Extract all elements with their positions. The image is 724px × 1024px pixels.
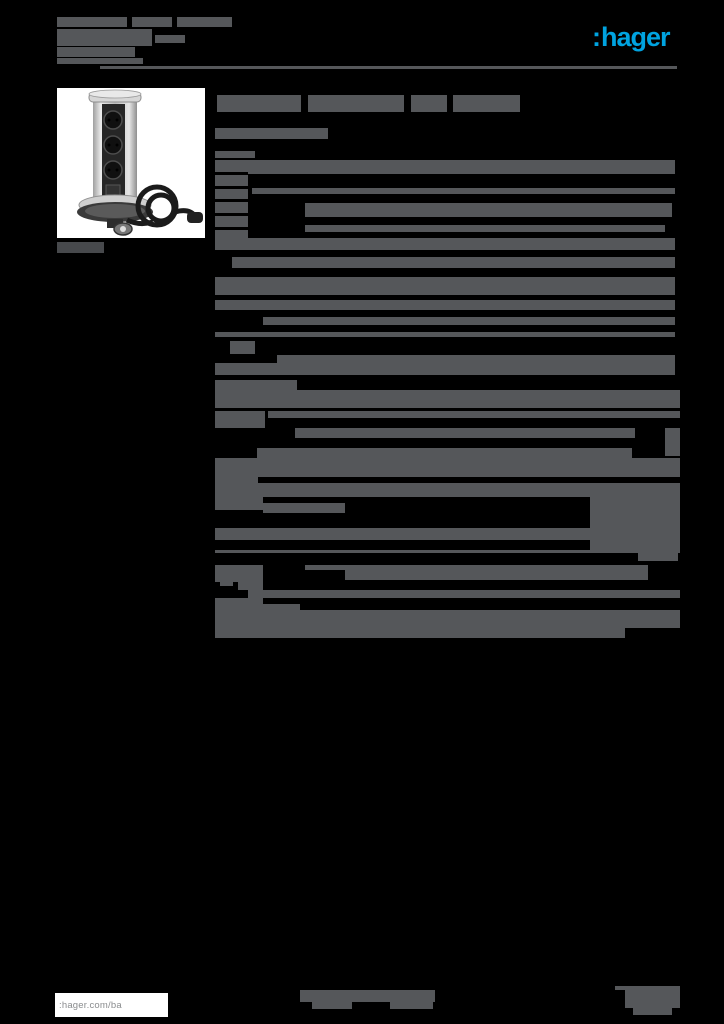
redacted-text-line xyxy=(215,216,248,227)
redacted-text-line xyxy=(217,95,301,112)
redacted-text-line xyxy=(411,95,447,112)
redacted-text-line xyxy=(57,17,127,27)
redacted-text-line xyxy=(132,17,172,27)
redacted-text-line xyxy=(57,29,152,46)
power-cable xyxy=(125,184,197,228)
redacted-text-line xyxy=(57,58,143,64)
redacted-text-line xyxy=(215,628,625,638)
footer-website-link[interactable]: :hager.com/ba xyxy=(59,999,122,1011)
redacted-text-line xyxy=(257,448,632,458)
redacted-text-line xyxy=(295,428,635,438)
redacted-text-line xyxy=(277,355,675,363)
redacted-text-line xyxy=(215,610,680,628)
redacted-text-line xyxy=(215,477,258,483)
redacted-text-line xyxy=(215,300,248,310)
redacted-text-line xyxy=(305,565,648,570)
redacted-text-line xyxy=(633,1008,672,1015)
product-photo xyxy=(57,88,205,238)
redacted-text-line xyxy=(308,95,404,112)
redacted-text-line xyxy=(215,604,300,612)
redacted-text-line xyxy=(263,503,345,513)
redacted-text-line xyxy=(215,128,328,139)
redacted-text-line xyxy=(665,428,680,456)
redacted-text-line xyxy=(238,580,263,590)
redacted-text-line xyxy=(248,160,675,174)
product-photo-illustration xyxy=(77,89,203,236)
redacted-text-line xyxy=(263,490,680,497)
redacted-text-line xyxy=(453,95,520,112)
redacted-text-line xyxy=(345,570,648,580)
redacted-text-line xyxy=(215,202,248,213)
redacted-text-line xyxy=(215,230,248,239)
redacted-text-line xyxy=(305,203,672,217)
redacted-text-line xyxy=(312,1002,352,1009)
redacted-text-line xyxy=(57,47,135,57)
footer-website-box: :hager.com/ba xyxy=(55,993,168,1017)
redacted-text-line xyxy=(215,458,680,477)
redacted-text-line xyxy=(215,151,255,158)
redacted-text-line xyxy=(215,238,675,250)
redacted-text-line xyxy=(215,380,297,392)
redacted-text-line xyxy=(625,990,680,1008)
redacted-text-line xyxy=(263,317,675,325)
redacted-text-line xyxy=(177,17,232,27)
redacted-text-line xyxy=(215,332,675,337)
redacted-text-line xyxy=(638,553,678,561)
redacted-text-line xyxy=(215,390,680,408)
redacted-text-line xyxy=(57,242,104,253)
redacted-text-line xyxy=(215,528,632,540)
redacted-text-line xyxy=(230,341,255,354)
redacted-text-line xyxy=(215,550,680,553)
redacted-text-line xyxy=(215,363,675,375)
redacted-text-line xyxy=(305,225,665,232)
redacted-text-line xyxy=(590,497,680,550)
redacted-text-line xyxy=(215,565,263,582)
redacted-text-line xyxy=(390,1000,433,1009)
redacted-text-line xyxy=(300,990,435,1002)
redacted-text-line xyxy=(215,277,675,295)
redacted-text-line xyxy=(268,411,680,418)
redacted-text-line xyxy=(248,590,680,598)
redacted-text-line xyxy=(215,483,680,490)
hager-logo: :hager xyxy=(592,22,671,52)
redacted-text-line xyxy=(248,300,675,310)
redacted-text-line xyxy=(215,175,248,186)
redacted-text-line xyxy=(100,66,677,69)
redacted-text-line xyxy=(215,490,263,510)
redacted-text-line xyxy=(252,188,675,194)
redacted-text-line xyxy=(232,257,675,268)
logo-colon: : xyxy=(592,22,601,52)
redacted-text-line xyxy=(615,986,680,990)
redacted-text-line xyxy=(215,160,248,172)
redacted-text-line xyxy=(220,578,233,586)
redacted-text-line xyxy=(215,411,265,428)
logo-wordmark: hager xyxy=(601,22,671,52)
redacted-text-line xyxy=(215,189,248,199)
redacted-text-line xyxy=(155,35,185,43)
